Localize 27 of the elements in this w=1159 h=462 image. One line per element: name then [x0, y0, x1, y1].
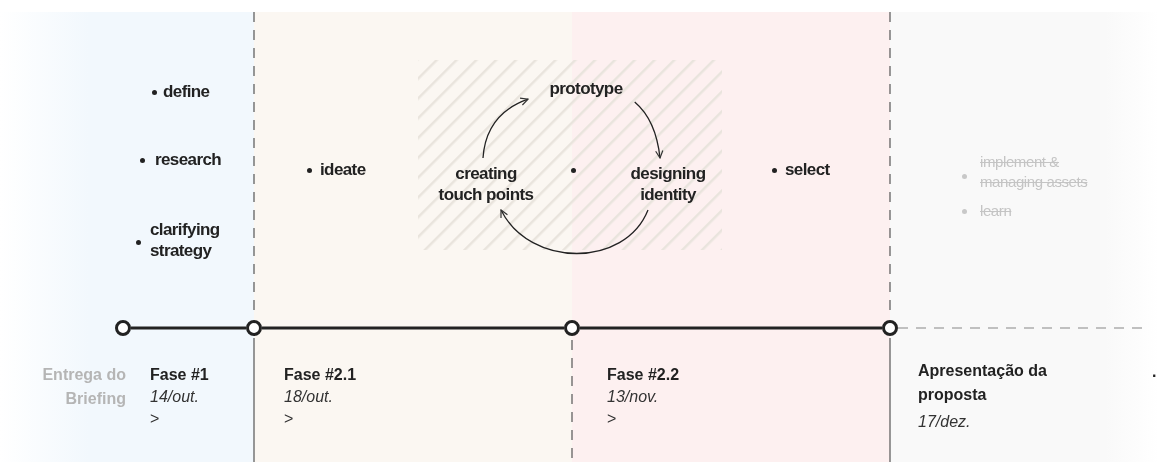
date-text: 14/out. — [150, 387, 199, 407]
phase-title: Fase #2.1 — [284, 365, 357, 385]
list-item: research — [155, 149, 222, 170]
dot-mark: . — [1152, 362, 1157, 382]
cycle-arrow — [634, 101, 664, 159]
phase-title: Fase #1 — [150, 365, 209, 385]
date-text: 18/out. — [284, 387, 333, 407]
phase-title: Fase #2.2 — [607, 365, 680, 385]
next-marker: > — [150, 409, 160, 429]
cycle-step: prototype — [528, 74, 644, 102]
cycle-arrow — [482, 97, 529, 159]
list-item: define — [163, 81, 210, 102]
list-item: ideate — [320, 159, 366, 180]
timeline-line — [580, 326, 882, 330]
next-marker: > — [607, 409, 617, 429]
date-text: 17/dez. — [918, 412, 971, 432]
milestone-label: Entrega do Briefing — [41, 365, 126, 409]
timeline-line — [131, 326, 246, 330]
list-item: select — [785, 159, 830, 180]
cycle-step: designing identity — [618, 158, 718, 210]
next-marker: > — [284, 409, 294, 429]
cycle-step: creating touch points — [436, 158, 536, 210]
date-text: 13/nov. — [607, 387, 659, 407]
milestone-label: Apresentação da proposta — [918, 361, 1048, 405]
cycle-arrow — [500, 209, 649, 255]
list-item: clarifying strategy — [150, 219, 221, 261]
timeline-line — [262, 326, 564, 330]
